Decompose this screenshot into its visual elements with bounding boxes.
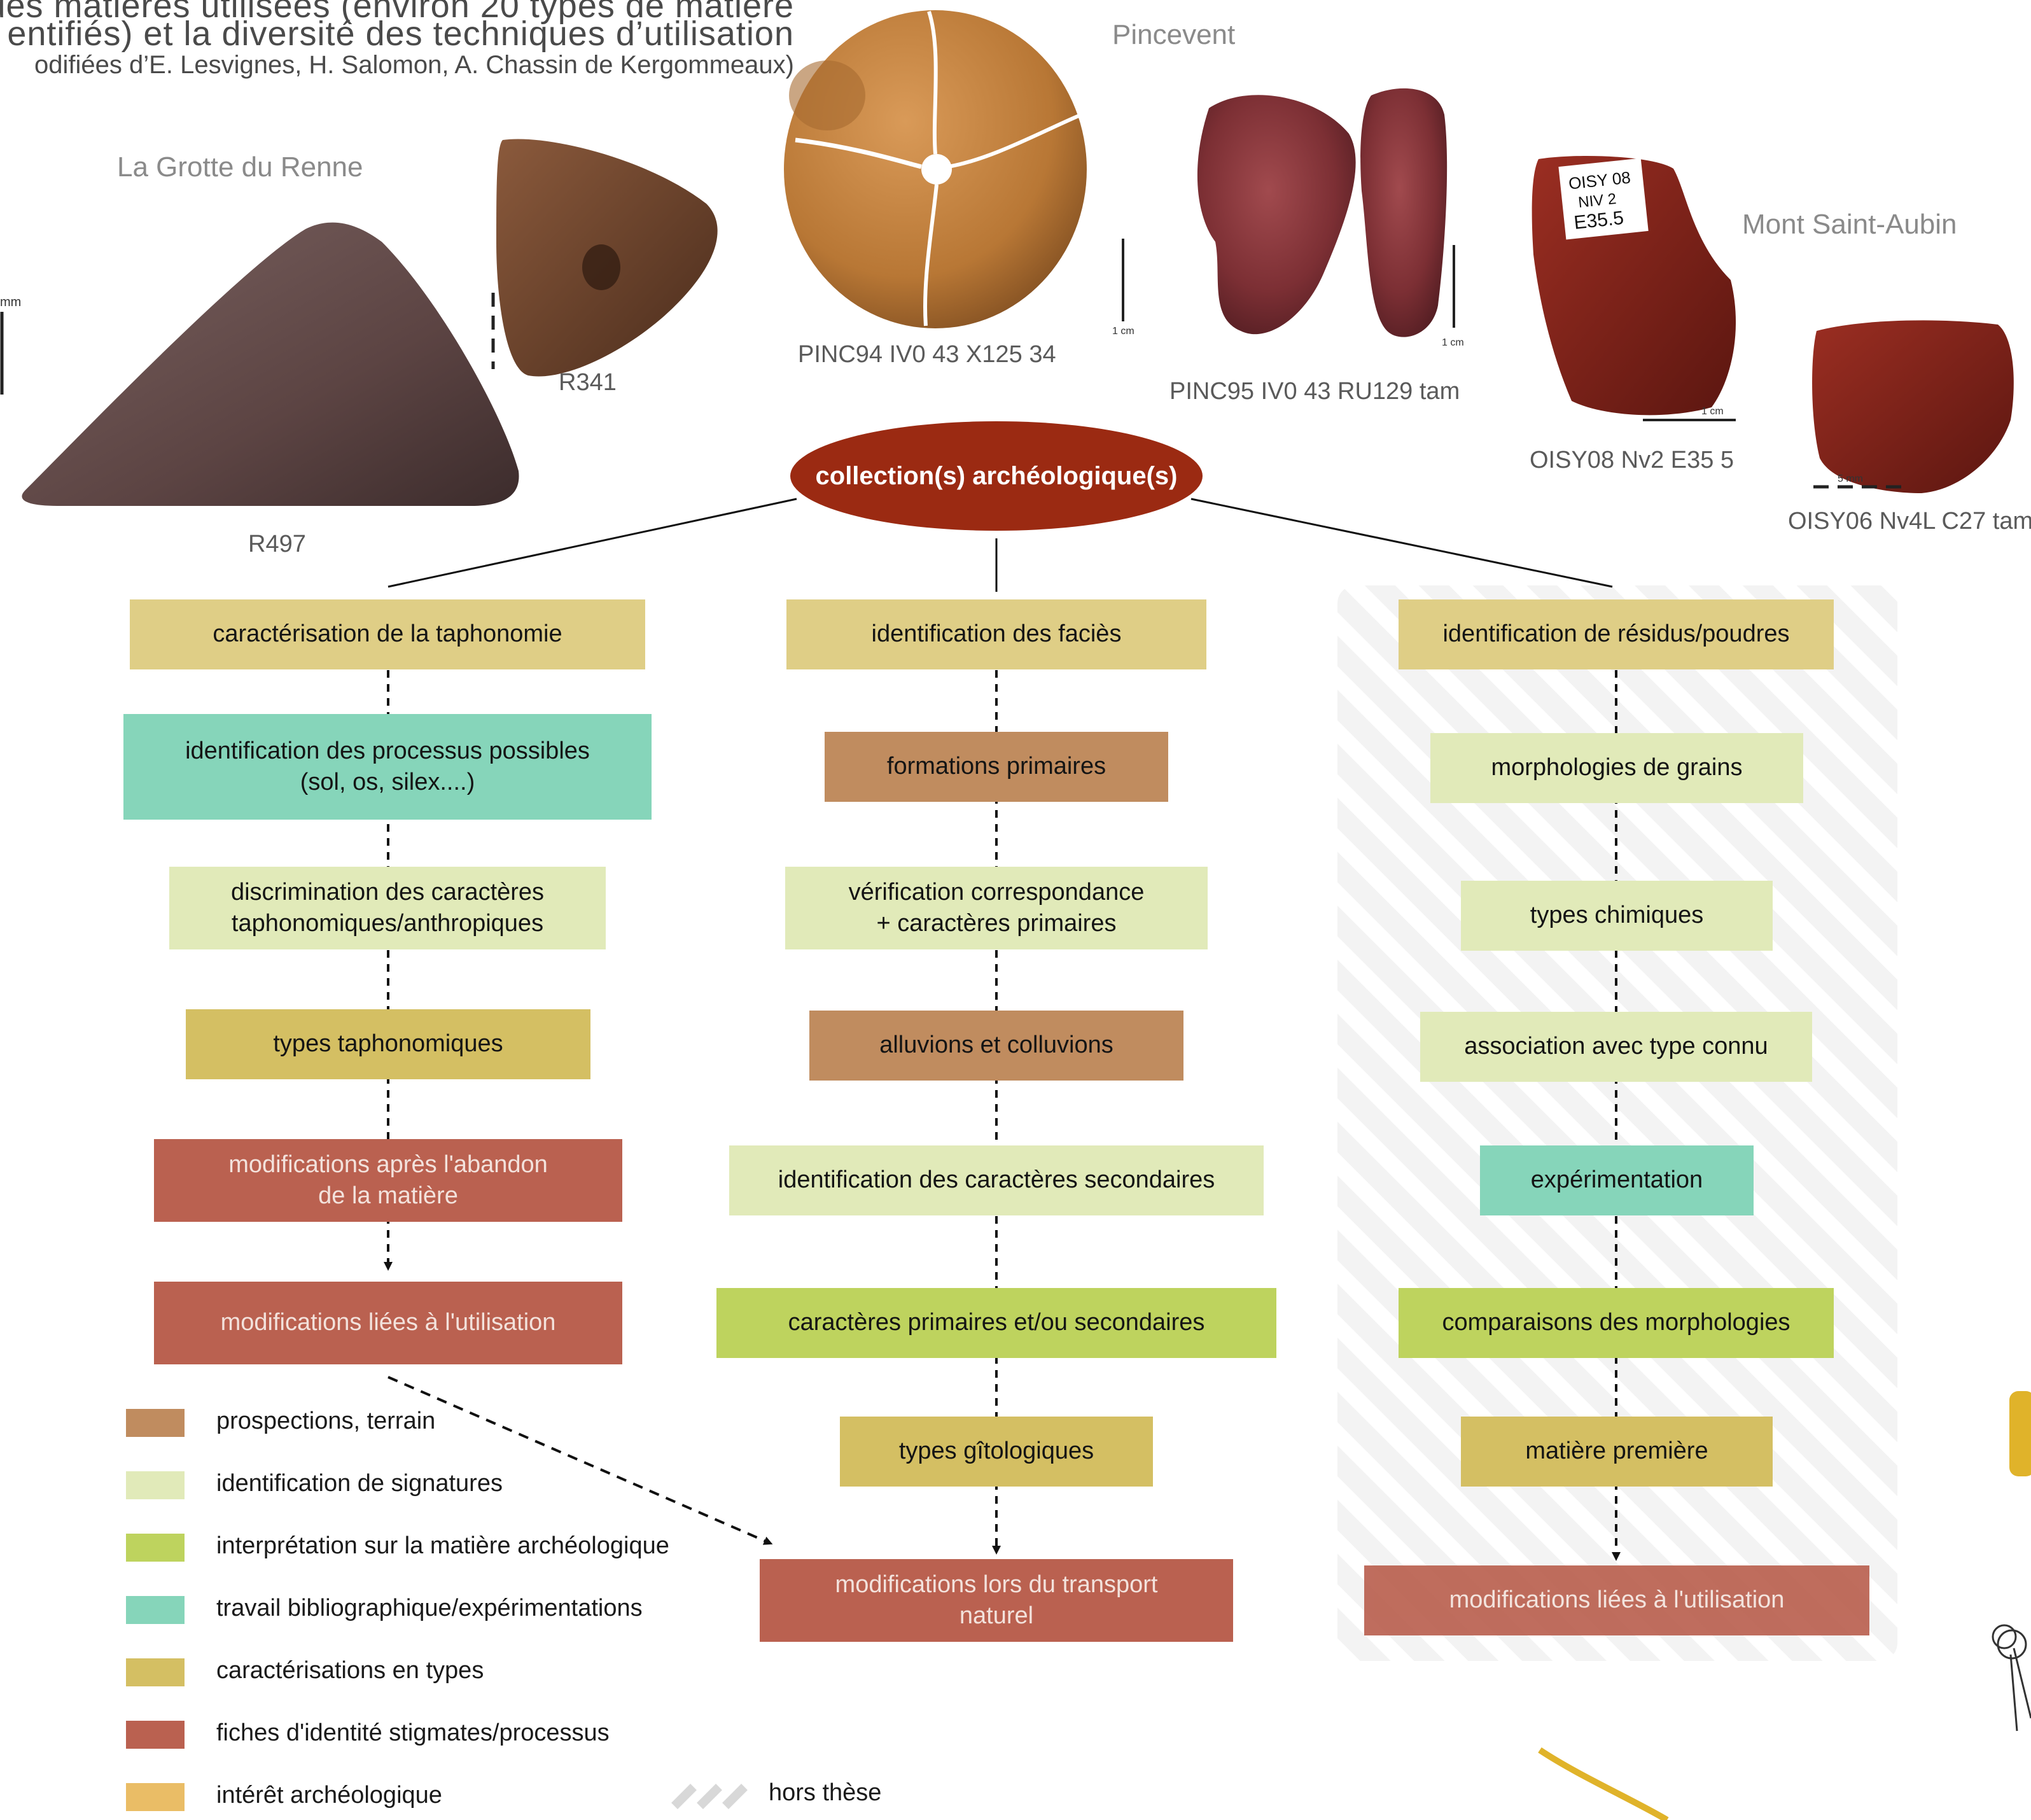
stone-pinc95-b	[1360, 88, 1448, 337]
center-node-6: caractères primaires et/ou secondaires	[716, 1288, 1276, 1358]
right-node-2: morphologies de grains	[1430, 733, 1803, 803]
header-line-2: entifiés) et la diversité des techniques…	[7, 15, 794, 53]
center-node-1: identification des faciès	[786, 599, 1206, 669]
right-node-5: expérimentation	[1480, 1145, 1754, 1215]
center-node-2: formations primaires	[825, 732, 1168, 802]
site-grotte-du-renne: La Grotte du Renne	[117, 151, 363, 183]
header-line-1: des matières utilisées (environ 20 types…	[0, 0, 794, 25]
header-line-3: odifiées d’E. Lesvignes, H. Salomon, A. …	[34, 51, 794, 79]
scale-label-pinc95: 1 cm	[1442, 337, 1464, 348]
root-node: collection(s) archéologique(s)	[790, 421, 1203, 531]
legend-swatch-biblio	[126, 1596, 185, 1624]
scale-label-mm: mm	[0, 295, 22, 309]
scale-label-oisy06: 5 mm	[1838, 473, 1863, 484]
legend-swatch-interpretation	[126, 1534, 185, 1562]
accent-curve	[1538, 1747, 1669, 1820]
left-node-1: caractérisation de la taphonomie	[130, 599, 645, 669]
legend-swatch-interet	[126, 1783, 185, 1811]
legend-label-interet: intérêt archéologique	[216, 1782, 442, 1809]
caption-oisy08: OISY08 Nv2 E35 5	[1530, 447, 1734, 473]
caption-r341: R341	[559, 369, 617, 396]
center-node-3: vérification correspondance + caractères…	[785, 867, 1208, 949]
stone-oisy06	[1812, 320, 2014, 493]
legend-label-signatures: identification de signatures	[216, 1470, 503, 1497]
site-pincevent: Pincevent	[1112, 19, 1236, 50]
stone-pinc95-a	[1197, 95, 1356, 335]
legend-label-terrain: prospections, terrain	[216, 1408, 436, 1434]
caption-r497: R497	[248, 531, 306, 557]
left-node-6: modifications liées à l'utilisation	[154, 1282, 622, 1364]
center-node-4: alluvions et colluvions	[809, 1011, 1183, 1081]
legend-swatch-signatures	[126, 1471, 185, 1499]
caption-pinc94: PINC94 IV0 43 X125 34	[798, 341, 1056, 368]
scale-label-pinc94: 1 cm	[1112, 326, 1134, 337]
right-node-4: association avec type connu	[1420, 1012, 1812, 1082]
left-node-2: identification des processus possibles (…	[123, 714, 652, 820]
stone-r497	[22, 222, 519, 506]
center-node-5: identification des caractères secondaire…	[729, 1145, 1264, 1215]
center-node-8: modifications lors du transport naturel	[760, 1559, 1233, 1642]
right-node-7: matière première	[1461, 1417, 1773, 1487]
legend-label-interpretation: interprétation sur la matière archéologi…	[216, 1532, 669, 1559]
center-node-7: types gîtologiques	[840, 1417, 1153, 1487]
caption-pinc95: PINC95 IV0 43 RU129 tam	[1169, 378, 1460, 405]
left-node-3: discrimination des caractères taphonomiq…	[169, 867, 606, 949]
legend-label-types: caractérisations en types	[216, 1657, 484, 1684]
right-node-8: modifications liées à l'utilisation	[1364, 1565, 1869, 1635]
accent-tab	[2009, 1391, 2031, 1476]
oisy08-label-line3: E35.5	[1573, 207, 1624, 234]
sketch-figure	[1992, 1624, 2031, 1732]
left-node-5: modifications après l'abandon de la mati…	[154, 1139, 622, 1222]
caption-oisy06: OISY06 Nv4L C27 tam	[1788, 508, 2031, 535]
right-node-3: types chimiques	[1461, 881, 1773, 951]
oisy08-label-line2: NIV 2	[1577, 190, 1617, 211]
scale-label-oisy08: 1 cm	[1701, 406, 1724, 417]
legend-label-hors-these: hors thèse	[769, 1779, 882, 1806]
left-node-4: types taphonomiques	[186, 1009, 590, 1079]
legend-swatch-types	[126, 1658, 185, 1686]
right-node-6: comparaisons des morphologies	[1399, 1288, 1834, 1358]
right-node-1: identification de résidus/poudres	[1399, 599, 1834, 669]
hors-these-swatch	[671, 1784, 748, 1809]
legend-swatch-terrain	[126, 1409, 185, 1437]
legend-label-fiches: fiches d'identité stigmates/processus	[216, 1719, 610, 1746]
site-mont-saint-aubin: Mont Saint-Aubin	[1742, 209, 1957, 240]
legend-label-biblio: travail bibliographique/expérimentations	[216, 1595, 643, 1621]
legend-swatch-fiches	[126, 1721, 185, 1749]
